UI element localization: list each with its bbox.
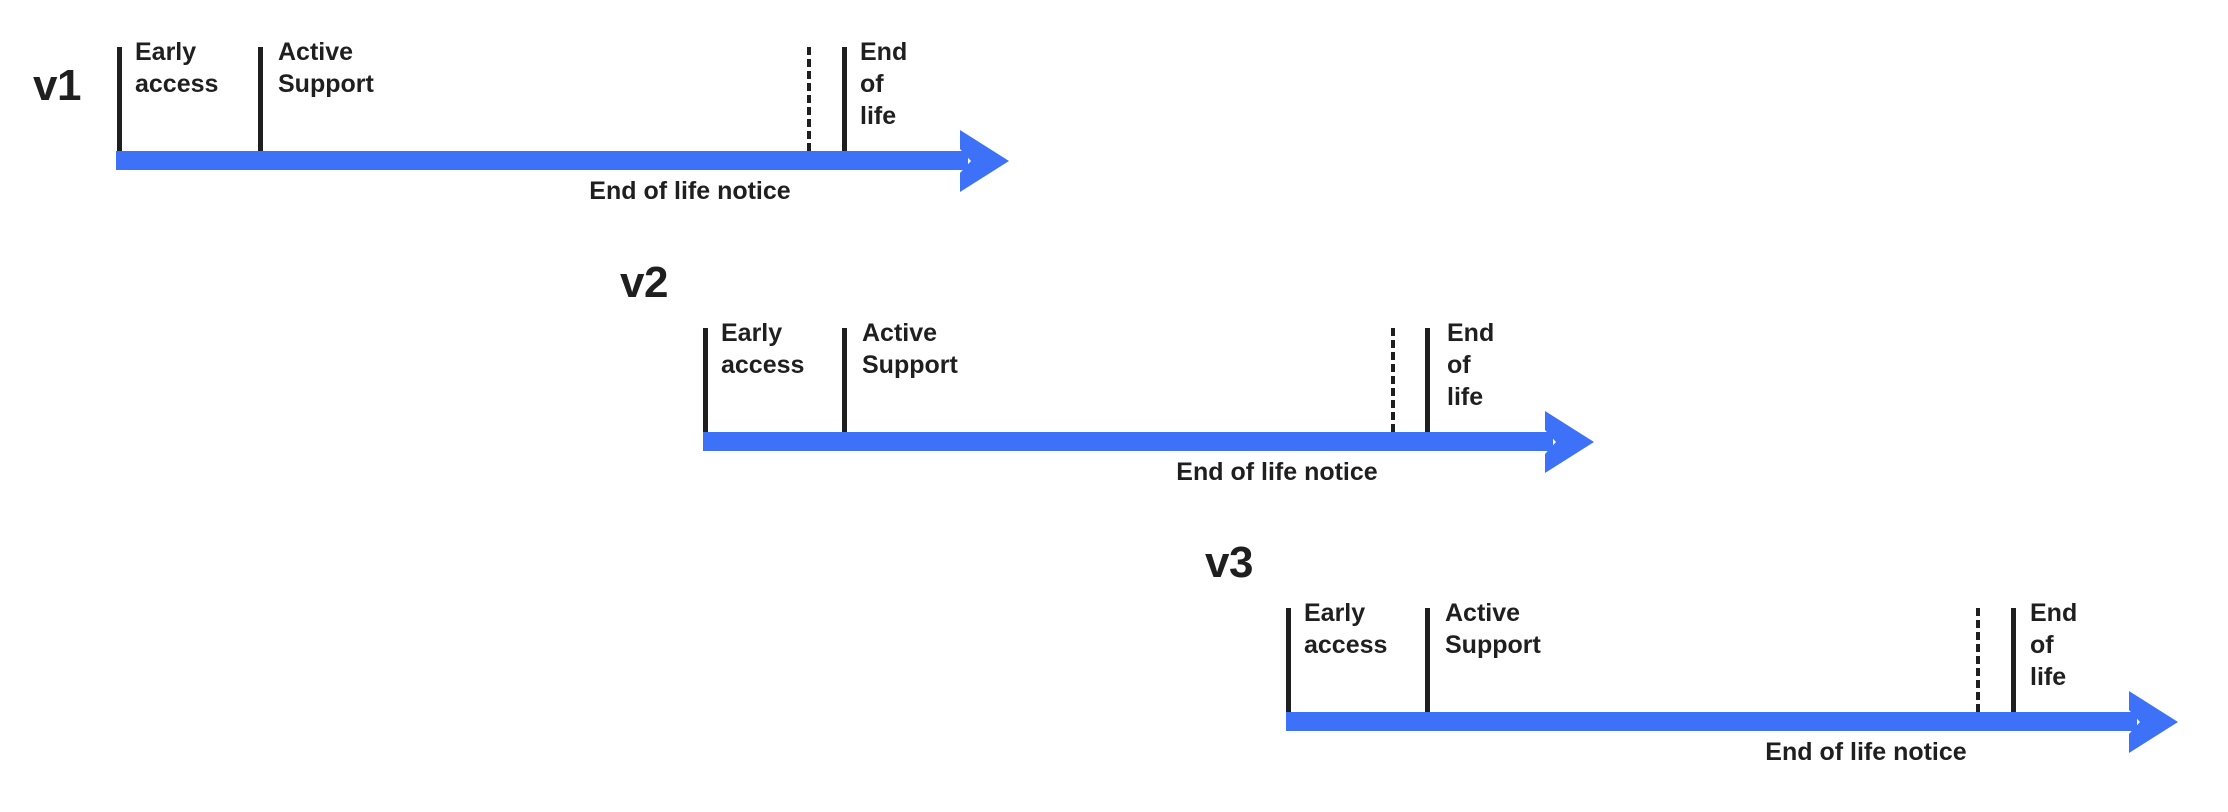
end-of-life-notice-label: End of life notice xyxy=(589,177,791,205)
phase-label: Active Support xyxy=(1445,599,1541,659)
phase-label: Active Support xyxy=(862,319,958,379)
phase-divider-dashed-2 xyxy=(1391,328,1399,432)
phase-divider-solid-0 xyxy=(703,328,708,432)
lifecycle-bar xyxy=(116,151,968,170)
phase-divider-dashed-2 xyxy=(807,47,815,151)
end-of-life-notice-label: End of life notice xyxy=(1765,738,1967,766)
phase-divider-solid-3 xyxy=(2011,608,2016,712)
phase-label: End of life xyxy=(2030,599,2078,691)
phase-divider-solid-1 xyxy=(258,47,263,151)
lifecycle-bar xyxy=(703,432,1553,451)
phase-divider-solid-3 xyxy=(1425,328,1430,432)
phase-label: End of life xyxy=(1447,319,1495,411)
phase-divider-dashed-2 xyxy=(1976,608,1984,712)
phase-divider-solid-1 xyxy=(1425,608,1430,712)
phase-label: End of life xyxy=(860,38,908,130)
phase-label: Early access xyxy=(1304,599,1388,659)
phase-divider-solid-0 xyxy=(117,47,122,151)
phase-label: Early access xyxy=(721,319,805,379)
end-of-life-notice-label: End of life notice xyxy=(1176,458,1378,486)
phase-divider-solid-3 xyxy=(842,47,847,151)
version-label: v1 xyxy=(33,61,81,110)
phase-divider-solid-0 xyxy=(1286,608,1291,712)
version-label: v3 xyxy=(1205,538,1253,587)
phase-divider-solid-1 xyxy=(842,328,847,432)
phase-label: Active Support xyxy=(278,38,374,98)
version-label: v2 xyxy=(620,258,668,307)
phase-label: Early access xyxy=(135,38,219,98)
lifecycle-bar xyxy=(1286,712,2137,731)
